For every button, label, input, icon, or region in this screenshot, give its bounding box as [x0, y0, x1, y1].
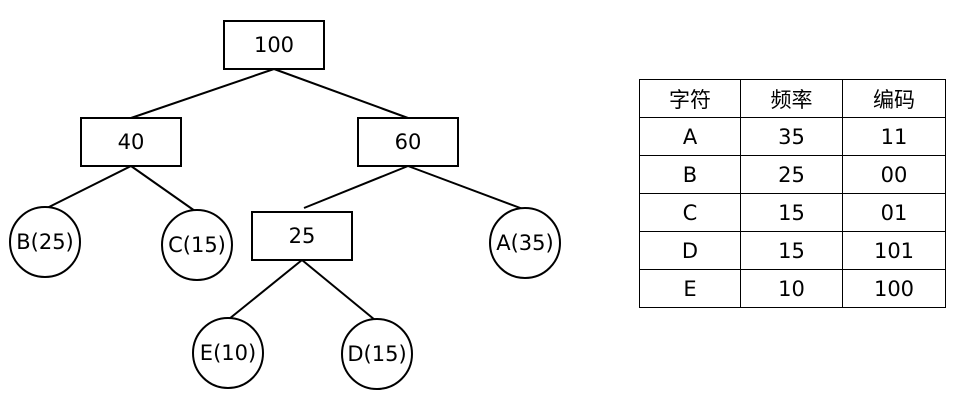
node-box	[357, 117, 459, 167]
cell-code: 00	[842, 155, 946, 194]
node-circle	[192, 317, 264, 389]
node-label: C(15)	[168, 233, 226, 257]
cell-code: 11	[842, 117, 946, 156]
cell-char: A	[639, 117, 741, 156]
cell-code: 101	[842, 231, 946, 270]
node-box	[80, 117, 182, 167]
edge-n25-nD	[301, 259, 376, 321]
cell-code: 100	[842, 269, 946, 308]
tree-node-nB: B(25)	[9, 206, 81, 278]
tree-node-n40: 40	[80, 117, 182, 167]
tree-node-nE: E(10)	[192, 317, 264, 389]
node-circle	[489, 207, 561, 279]
edge-n100-n60	[273, 68, 409, 119]
cell-frequency: 35	[740, 117, 843, 156]
node-label: D(15)	[347, 342, 406, 366]
cell-char: C	[639, 193, 741, 232]
cell-code: 01	[842, 193, 946, 232]
edge-n100-n40	[130, 68, 275, 119]
node-box	[251, 211, 353, 261]
encoding-table: 字符 频率 编码 A 35 11 B 25 00 C 15 01 D 15 10…	[639, 79, 946, 308]
cell-char: D	[639, 231, 741, 270]
node-label: 100	[254, 33, 294, 57]
table-row: C 15 01	[639, 193, 946, 232]
tree-node-n60: 60	[357, 117, 459, 167]
edge-n60-n25	[303, 165, 409, 209]
node-label: A(35)	[496, 231, 553, 255]
node-circle	[161, 209, 233, 281]
node-label: 25	[289, 224, 316, 248]
cell-frequency: 15	[740, 193, 843, 232]
cell-frequency: 10	[740, 269, 843, 308]
node-box	[223, 20, 325, 70]
node-circle	[341, 318, 413, 390]
table-row: E 10 100	[639, 269, 946, 308]
header-code: 编码	[842, 79, 946, 118]
edge-n40-nB	[46, 165, 132, 209]
cell-frequency: 25	[740, 155, 843, 194]
node-label: 40	[118, 130, 145, 154]
tree-node-nD: D(15)	[341, 318, 413, 390]
node-label: B(25)	[16, 230, 74, 254]
edge-n40-nC	[130, 165, 196, 212]
tree-node-n25: 25	[251, 211, 353, 261]
tree-node-n100: 100	[223, 20, 325, 70]
cell-char: B	[639, 155, 741, 194]
tree-node-nC: C(15)	[161, 209, 233, 281]
huffman-tree: 100 40 60B(25) C(15) 25 A(35) E(10) D(15)	[9, 20, 561, 390]
table-header-row: 字符 频率 编码	[639, 79, 946, 118]
tree-node-nA: A(35)	[489, 207, 561, 279]
edge-n25-nE	[228, 259, 303, 320]
node-label: E(10)	[200, 341, 256, 365]
header-frequency: 频率	[740, 79, 843, 118]
header-char: 字符	[639, 79, 741, 118]
tree-edges	[46, 68, 524, 321]
cell-char: E	[639, 269, 741, 308]
cell-frequency: 15	[740, 231, 843, 270]
edge-n60-nA	[407, 165, 524, 210]
table-row: D 15 101	[639, 231, 946, 270]
table-row: B 25 00	[639, 155, 946, 194]
tree-nodes: 100 40 60B(25) C(15) 25 A(35) E(10) D(15)	[9, 20, 561, 390]
node-circle	[9, 206, 81, 278]
table-row: A 35 11	[639, 117, 946, 156]
node-label: 60	[395, 130, 422, 154]
